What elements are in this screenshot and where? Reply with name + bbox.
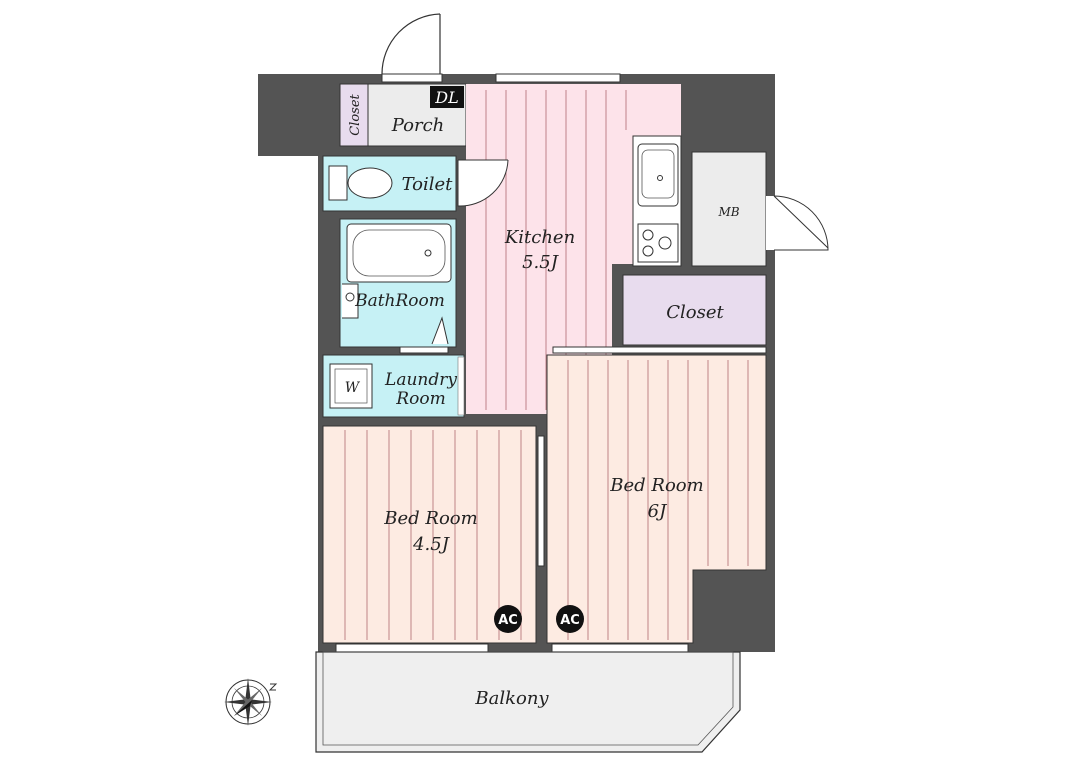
ac-2-icon: AC [556, 605, 584, 633]
bedroom-1-area [322, 425, 537, 644]
closet-small-label: Closet [348, 93, 363, 135]
bedroom-2-area [546, 354, 767, 644]
dl-label: DL [434, 88, 458, 107]
kitchen-label: Kitchen [504, 227, 575, 248]
washbasin-icon [342, 283, 359, 319]
washer-icon [329, 363, 373, 409]
toilet-label: Toilet [402, 174, 454, 195]
bath-door [431, 316, 449, 345]
toilet-door [457, 159, 509, 207]
balcony-window-1 [335, 643, 489, 653]
washer-label: W [345, 380, 361, 396]
closet-area [622, 274, 767, 346]
bathtub-icon [346, 223, 452, 283]
compass-icon [224, 678, 278, 726]
top-window [495, 73, 621, 83]
mb-label: MB [717, 205, 739, 219]
mb-area [691, 151, 767, 267]
bedroom-1-size: 4.5J [412, 534, 451, 555]
closet-small-area [339, 83, 369, 147]
ac-1-icon: AC [494, 605, 522, 633]
kitchen-size: 5.5J [522, 252, 560, 273]
bathroom-label: BathRoom [354, 291, 445, 311]
bedroom-2-size: 6J [648, 501, 668, 522]
stove-icon [637, 223, 679, 263]
balcony-label: Balkony [474, 688, 549, 709]
laundry-label-1: Laundry [384, 370, 457, 390]
toilet-icon [328, 165, 393, 201]
bedroom-1-label: Bed Room [383, 508, 477, 529]
ac-2-label: AC [560, 613, 580, 628]
balcony-window-2 [551, 643, 689, 653]
kitchen-counter [632, 135, 682, 267]
entry-door [381, 13, 443, 83]
ac-1-label: AC [498, 613, 518, 628]
bedroom-2-label: Bed Room [609, 475, 703, 496]
mb-door [766, 195, 829, 251]
sink-icon [637, 143, 679, 207]
dl-badge [430, 86, 464, 108]
laundry-label-2: Room [395, 389, 445, 409]
porch-label: Porch [391, 115, 445, 136]
closet-label: Closet [666, 302, 724, 323]
